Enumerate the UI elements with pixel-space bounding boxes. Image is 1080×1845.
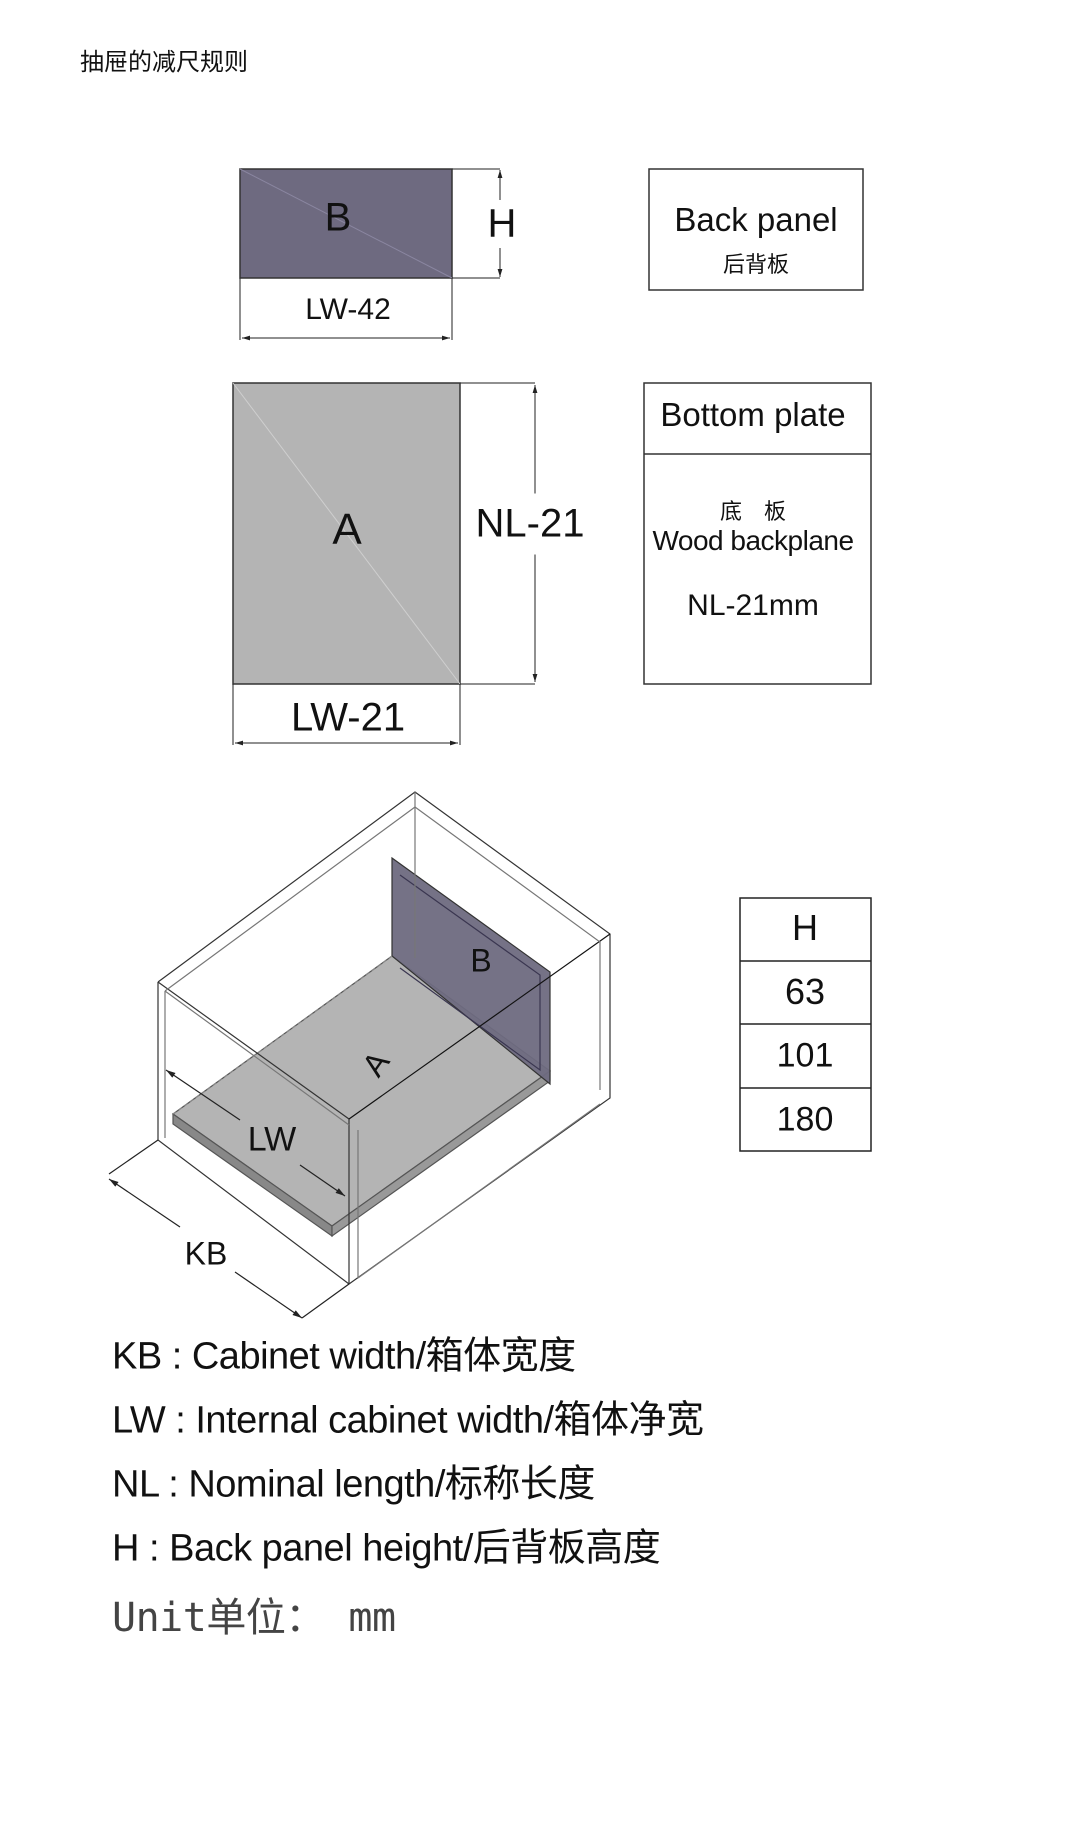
iso-lw-label: LW [247,1120,297,1159]
unit-note: Unit单位： mm [112,1595,396,1641]
bottom-plate-part [232,382,538,746]
h-table-cell: 101 [776,1036,834,1075]
h-table-cell: 180 [776,1100,834,1139]
back-panel-width-label: LW-42 [305,293,391,326]
iso-back-panel-label: B [470,942,492,979]
bottom-plate-width-label: LW-21 [290,695,406,740]
back-panel-en: Back panel [674,201,838,238]
h-table-cell: 63 [784,971,826,1012]
back-panel-label: B [324,195,352,240]
legend-kb: KB : Cabinet width/箱体宽度 [112,1335,576,1378]
bottom-plate-box [643,382,872,685]
back-panel-zh: 后背板 [722,252,790,277]
page-title: 抽屉的减尺规则 [80,48,248,76]
bottom-plate-header: Bottom plate [660,396,846,433]
height-dimension-label: H [487,201,517,247]
iso-kb-label: KB [184,1235,228,1272]
bottom-plate-size: NL-21mm [687,589,819,622]
h-table-header: H [792,907,818,948]
back-panel-box [648,168,864,291]
bottom-plate-en: Wood backplane [652,525,854,556]
legend-nl: NL : Nominal length/标称长度 [112,1463,595,1506]
back-panel-part [239,168,503,341]
legend-lw: LW : Internal cabinet width/箱体净宽 [112,1399,704,1442]
bottom-plate-label: A [332,505,362,554]
length-dimension-label: NL-21 [475,493,585,555]
h-table-grid [739,897,872,1152]
isometric-drawer [108,791,611,1319]
legend-h: H : Back panel height/后背板高度 [112,1527,661,1570]
bottom-plate-zh: 底 板 [719,499,787,524]
